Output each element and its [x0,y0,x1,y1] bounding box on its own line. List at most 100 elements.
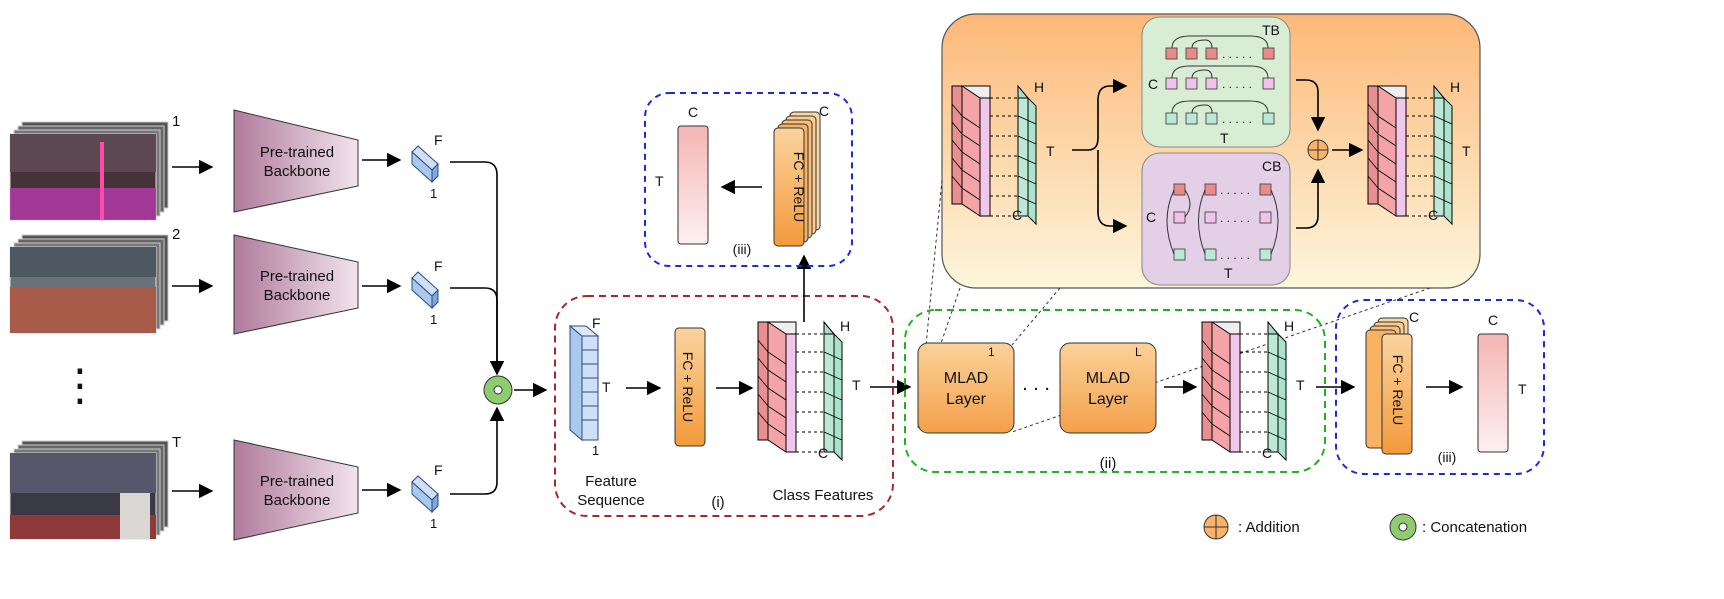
svg-text:MLAD: MLAD [944,370,988,387]
fc-relu-stack-top: FC + ReLU [773,111,821,247]
backbone-T: Pre-trained Backbone [233,439,359,541]
frame-stack-2: 2 [9,226,180,334]
svg-text:T: T [655,173,664,189]
frame-stack-1: 1 [9,113,180,221]
svg-text:T: T [1462,143,1471,159]
frame-feature-T: F 1 [411,462,443,531]
backbone-2: Pre-trained Backbone [233,234,359,335]
svg-text:T: T [1046,143,1055,159]
svg-text:1: 1 [988,345,995,359]
frame-feature-1: F 1 [411,132,443,201]
svg-text:C: C [818,445,828,461]
mlad-layer-L: MLAD Layer L [1059,342,1157,434]
svg-text:1: 1 [430,186,437,201]
feature-sequence-label: Feature [585,473,637,490]
class-features-cube: H T C [757,318,861,461]
mlad-layer-1: MLAD Layer 1 [917,342,1015,434]
svg-text:F: F [434,132,443,148]
svg-text:T: T [602,379,611,395]
legend-concatenation: : Concatenation [1389,513,1527,541]
svg-text:TB: TB [1262,22,1280,38]
stage-ii-output-cube: H T C [1201,318,1305,461]
svg-text:. . . . .: . . . . . [1220,211,1250,225]
svg-text:T: T [1220,130,1229,146]
svg-text:T: T [1518,381,1527,397]
svg-text:. . . . .: . . . . . [1220,183,1250,197]
svg-text:C: C [1148,76,1158,92]
stage-iii-top-label: (iii) [733,241,752,257]
svg-text:Backbone: Backbone [264,287,331,304]
legend-addition: : Addition [1203,514,1300,540]
svg-text:1: 1 [430,312,437,327]
svg-text:C: C [1146,209,1156,225]
svg-text:FC + ReLU: FC + ReLU [1390,355,1406,425]
svg-text:Layer: Layer [1088,391,1129,408]
cb-grid: . . . . . . . . . . . . . . . [1166,183,1279,262]
fc-relu-block-i: FC + ReLU [674,327,706,447]
svg-text:C: C [1409,309,1419,325]
svg-text:Pre-trained: Pre-trained [260,268,334,285]
svg-text:C: C [688,104,698,120]
fc-relu-stack-right: FC + ReLU [1365,317,1413,455]
svg-text:H: H [840,318,850,334]
svg-text:T: T [1296,377,1305,393]
svg-text:. . . . .: . . . . . [1220,248,1250,262]
svg-text:1: 1 [430,516,437,531]
concatenation-node [483,375,513,405]
feature-sequence-label-2: Sequence [577,492,645,509]
svg-text:Pre-trained: Pre-trained [260,144,334,161]
svg-text:L: L [1135,345,1142,359]
feature-sequence: F T 1 [568,315,611,458]
pink-output-bar-right [1477,333,1509,453]
svg-text:Pre-trained: Pre-trained [260,473,334,490]
svg-text:H: H [1034,79,1044,95]
svg-text:C: C [819,103,829,119]
stage-ii-box [904,309,1326,473]
svg-text:Backbone: Backbone [264,492,331,509]
svg-text:FC + ReLU: FC + ReLU [791,152,807,222]
frame-index-T: T [172,434,181,451]
svg-text:CB: CB [1262,158,1281,174]
svg-text:C: C [1428,207,1438,223]
svg-text:1: 1 [592,443,599,458]
stage-i-box [554,295,894,517]
svg-text:T: T [1224,265,1233,281]
frame-index-1: 1 [172,113,180,130]
svg-text:Backbone: Backbone [264,163,331,180]
stage-ii-label: (ii) [1100,455,1117,472]
svg-text:F: F [434,258,443,274]
class-features-label: Class Features [773,487,874,504]
svg-text:C: C [1488,312,1498,328]
frame-feature-2: F 1 [411,258,443,327]
svg-text:: Concatenation: : Concatenation [1422,519,1527,536]
svg-text:H: H [1284,318,1294,334]
svg-text:F: F [434,462,443,478]
stage-iii-right-label: (iii) [1438,449,1457,465]
pink-output-bar-top [677,125,709,245]
vertical-dots: ⋮ [58,361,102,410]
svg-text:. . . . .: . . . . . [1222,47,1252,61]
svg-text:Layer: Layer [946,391,987,408]
tb-grid: . . . . . . . . . . . . . . . [1165,35,1275,126]
svg-text:T: T [852,377,861,393]
addition-node [1307,139,1329,161]
svg-text:C: C [1262,445,1272,461]
svg-text:. . . . .: . . . . . [1222,77,1252,91]
svg-text:C: C [1012,207,1022,223]
mlad-detail-panel [941,13,1481,289]
backbone-1: Pre-trained Backbone [233,109,359,213]
mlad-dots: . . . [1022,373,1050,395]
svg-text:: Addition: : Addition [1238,519,1300,536]
stage-iii-top-box [644,92,853,267]
svg-text:MLAD: MLAD [1086,370,1130,387]
svg-text:F: F [592,315,601,331]
detail-output-cube: H T C [1367,79,1471,225]
stage-i-label: (i) [711,494,724,511]
detail-input-cube: H T C [951,79,1055,225]
svg-text:H: H [1450,79,1460,95]
frame-stack-T: T [9,434,181,540]
svg-text:. . . . .: . . . . . [1222,112,1252,126]
stage-iii-right-box [1335,299,1545,475]
svg-text:FC + ReLU: FC + ReLU [680,352,696,422]
frame-index-2: 2 [172,226,180,243]
